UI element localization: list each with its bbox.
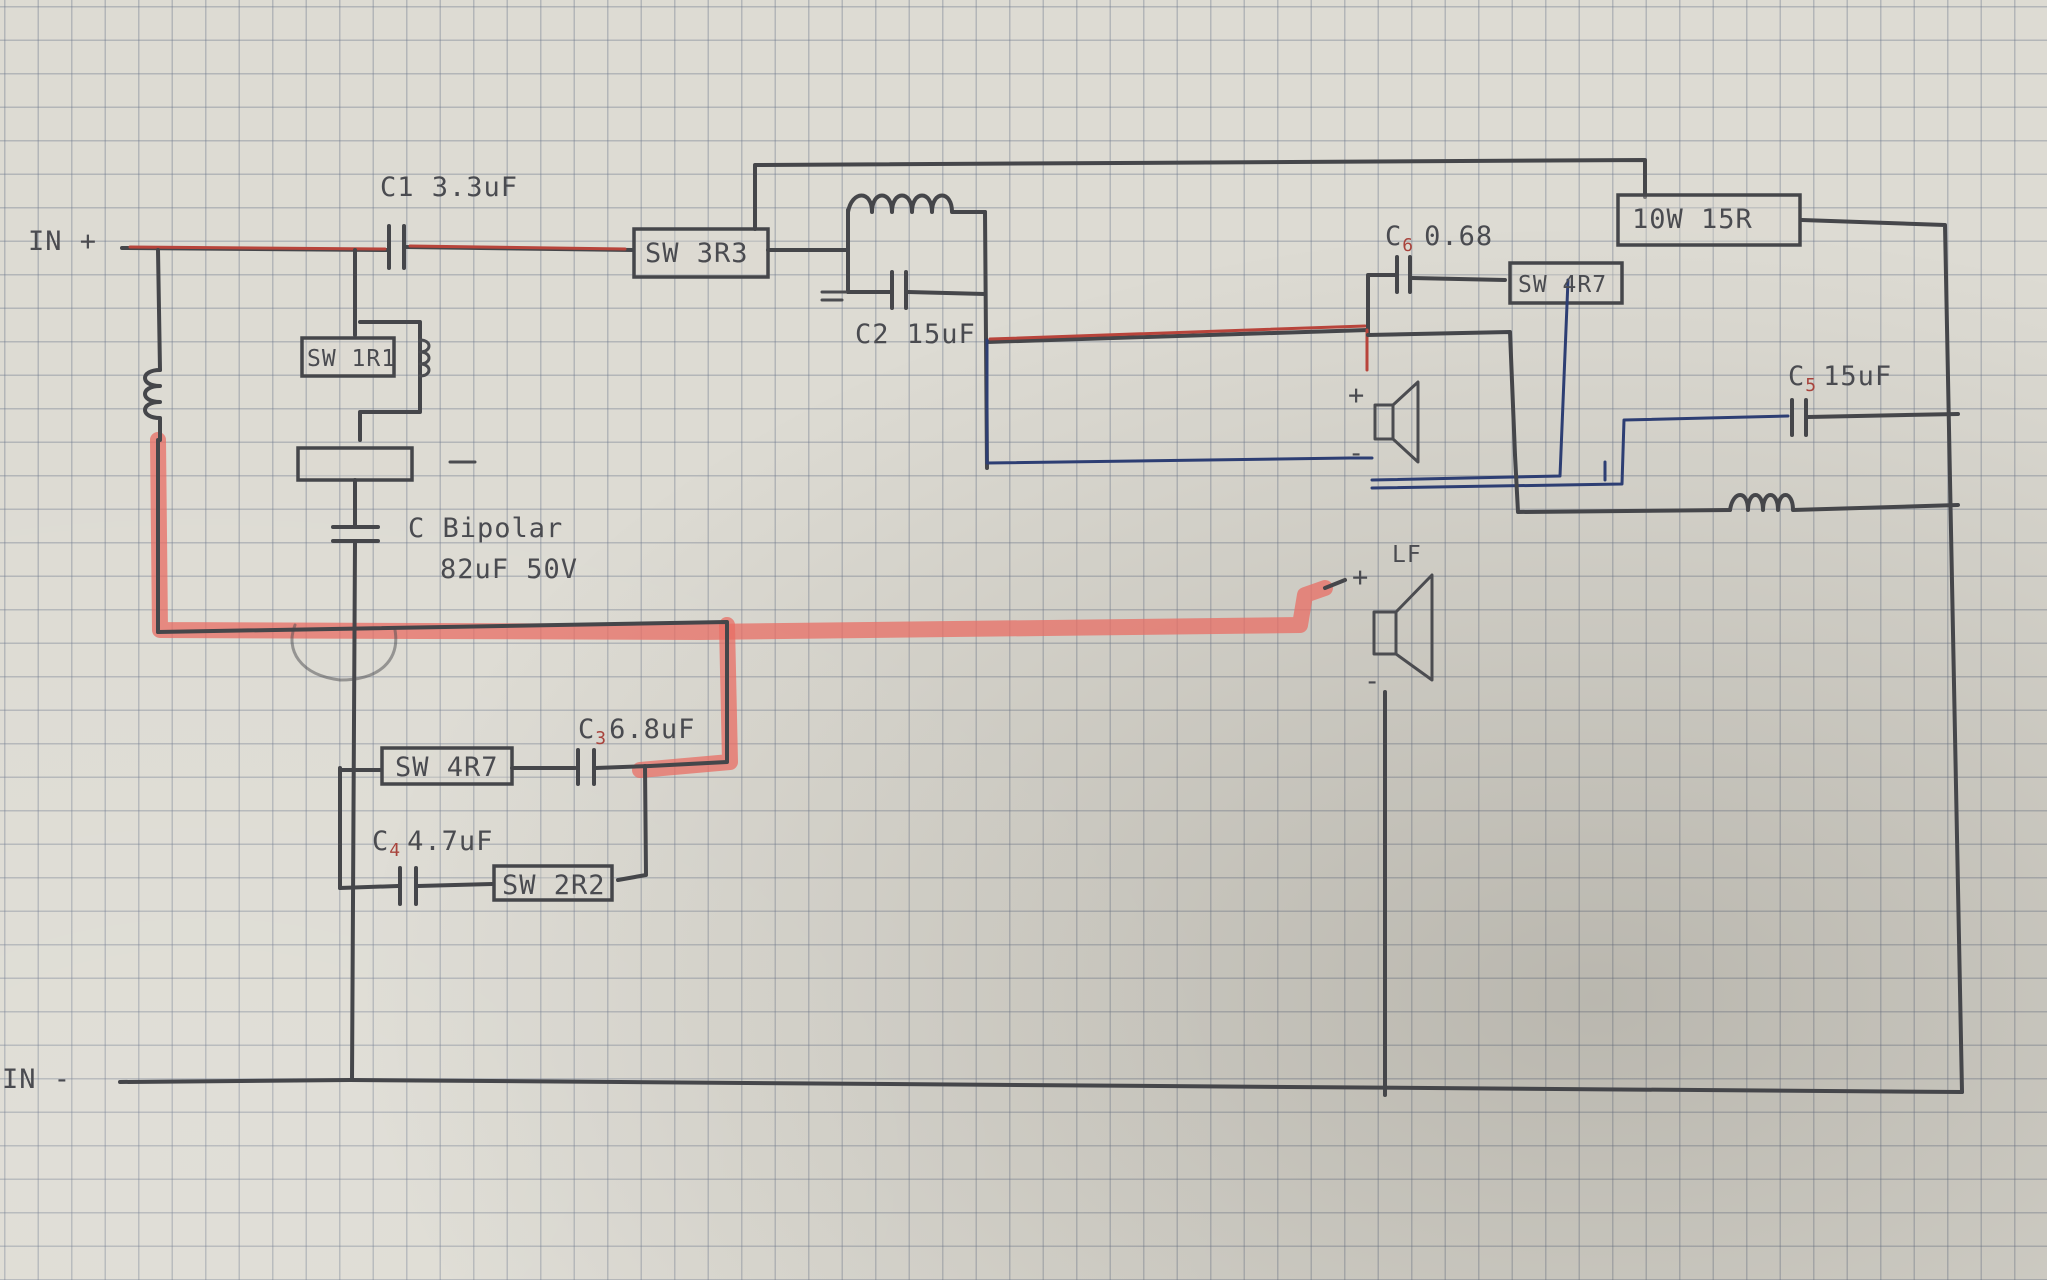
c5-value: 15uF [1823, 361, 1892, 392]
wire-sw1r1-bypass [358, 320, 422, 442]
wire-ground-main [156, 620, 729, 768]
label-tw-minus: - [1348, 438, 1365, 469]
pencil-smudge [290, 623, 398, 682]
c4-prefix: C [372, 826, 389, 857]
c5-prefix: C [1788, 361, 1805, 392]
wire-left-inductor-down [156, 248, 162, 372]
label-sw4r7: SW 4R7 [395, 752, 499, 783]
wire-in-plus-red [128, 245, 387, 251]
wire-lf-plus [1323, 578, 1347, 590]
label-c6: C6 0.68 [1385, 221, 1493, 256]
label-lf: LF [1392, 542, 1422, 568]
label-c2: C2 15uF [855, 319, 976, 350]
wire-10w-right [1800, 218, 1964, 1094]
wire-l3-left [1513, 453, 1732, 514]
label-cbipolar-2: 82uF 50V [440, 554, 578, 585]
c3-branch-highlight [632, 617, 738, 778]
c4-index: 4 [389, 840, 401, 861]
c3-prefix: C [578, 714, 595, 745]
c4-value: 4.7uF [407, 826, 493, 857]
label-c3: C36.8uF [578, 714, 695, 749]
wire-tweeter-minus-blue [1370, 278, 1570, 482]
wire-top-bus [753, 158, 1647, 231]
wire-c4-right [416, 882, 494, 888]
label-c1: C1 3.3uF [380, 172, 518, 203]
label-cbipolar-1: C Bipolar [408, 513, 563, 544]
label-c5: C5 15uF [1788, 361, 1892, 396]
label-in-minus: IN - [2, 1064, 71, 1095]
woofer-cone [1394, 573, 1434, 682]
label-in-plus: IN + [28, 226, 97, 257]
label-sw1r1: SW 1R1 [307, 346, 396, 372]
c2-stub [820, 290, 848, 302]
wire-in-minus [118, 1078, 1964, 1094]
wire-c5-right [1806, 412, 1960, 419]
c3-index: 3 [595, 728, 607, 749]
label-10w-15r: 10W 15R [1632, 204, 1753, 235]
wire-c6-left [1366, 273, 1397, 337]
wire-bipolar-bottom [350, 541, 357, 1082]
wire-c4-left [338, 884, 400, 890]
inductor-l2 [846, 193, 987, 214]
resistor-sw1r1 [300, 336, 396, 378]
wire-c1-red [408, 244, 627, 251]
resistor-10w-15r [1616, 193, 1802, 247]
label-sw2r2: SW 2R2 [502, 870, 606, 901]
c6-prefix: C [1385, 221, 1402, 252]
wire-to-tweeter-plus [985, 328, 1370, 344]
wire-c3-right [594, 764, 652, 770]
label-sw3r3: SW 3R3 [645, 238, 749, 269]
inductor-l-bypass [418, 338, 431, 378]
c6-index: 6 [1402, 235, 1414, 256]
wire-to-c5-blue [1370, 414, 1790, 490]
wire-tweeter-plus [1366, 330, 1517, 457]
c6-value: 0.68 [1424, 221, 1493, 252]
tweeter-cone [1391, 380, 1420, 464]
tweeter-magnet [1373, 403, 1395, 441]
label-lf-plus: + [1352, 562, 1369, 593]
wire-c3-down [616, 764, 648, 882]
inductor-l1 [143, 368, 162, 442]
label-sw4r7-top: SW 4R7 [1518, 272, 1607, 298]
wire-blue-lower [985, 338, 1352, 465]
wire-to-tweeter-plus-red [988, 324, 1367, 341]
resistor-series [296, 446, 414, 482]
resistor-sw4r7 [380, 746, 514, 786]
wire-c6-right [1410, 276, 1507, 282]
label-c4: C4 4.7uF [372, 826, 493, 861]
inductor-l3 [1728, 493, 1960, 512]
resistor-sw3r3 [632, 227, 770, 279]
c5-index: 5 [1805, 375, 1817, 396]
woofer-magnet [1372, 610, 1398, 656]
wire-c2-right [906, 290, 987, 296]
c3-value: 6.8uF [609, 714, 695, 745]
resistor-sw2r2 [492, 864, 614, 902]
label-tw-plus: + [1348, 380, 1365, 411]
label-lf-minus: - [1364, 666, 1381, 697]
